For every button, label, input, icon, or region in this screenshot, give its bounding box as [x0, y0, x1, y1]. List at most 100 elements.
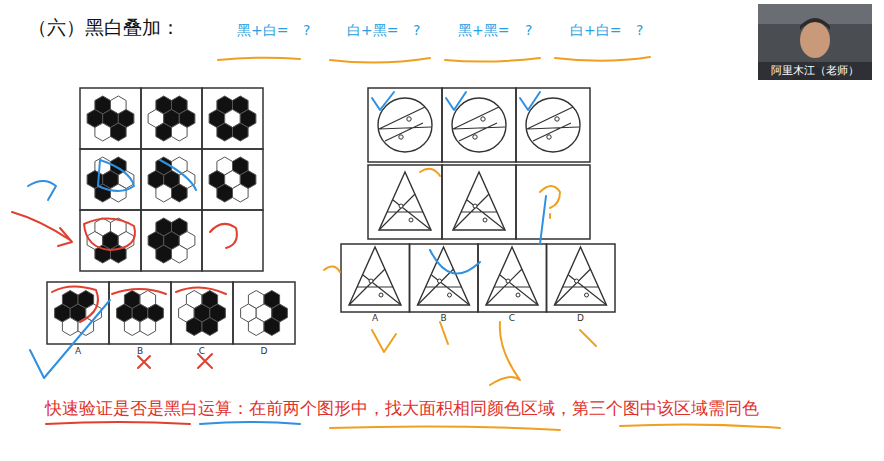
- arrow-stroke: [28, 181, 56, 200]
- option-letter: B: [440, 313, 446, 324]
- small-circle: [379, 293, 383, 297]
- grid-cell: [80, 149, 141, 210]
- hexagon-cell: [78, 318, 94, 336]
- hexagon-cell: [111, 123, 127, 141]
- small-circle: [473, 204, 477, 208]
- option-letter: A: [75, 346, 81, 357]
- grid-cell: [80, 88, 141, 149]
- triangle-figure: [486, 247, 538, 305]
- hexagon-cell: [156, 123, 172, 141]
- circle-stroke: [84, 218, 135, 250]
- check-mark: [30, 300, 110, 378]
- small-circle: [473, 135, 477, 139]
- option-letter: C: [509, 313, 515, 324]
- small-circle: [407, 117, 411, 121]
- hexagon-cell: [186, 318, 202, 336]
- circle-figure: [526, 98, 580, 152]
- grid-cell: [202, 210, 263, 271]
- option-letter: B: [137, 346, 143, 357]
- grid-cell: [410, 244, 479, 312]
- small-circle: [448, 293, 452, 297]
- hexagon-cell: [156, 245, 172, 263]
- cross-mark: [138, 356, 150, 368]
- hexagon-cell: [248, 318, 264, 336]
- grid-cell: [202, 88, 263, 149]
- circle-figure: [452, 98, 506, 152]
- small-circle: [438, 279, 442, 283]
- figure-line: [453, 194, 505, 230]
- option-letter: D: [577, 313, 584, 324]
- small-circle: [516, 293, 520, 297]
- webcam-name: 阿里木江（老师）: [771, 64, 859, 77]
- underline-stroke: [330, 426, 560, 430]
- grid-cell: [141, 210, 202, 271]
- small-circle: [399, 204, 403, 208]
- line-stroke: [540, 196, 546, 244]
- small-circle: [481, 117, 485, 121]
- hexagon-cell: [62, 318, 78, 336]
- hexagon-cell: [95, 123, 111, 141]
- question-mark: ?: [413, 22, 420, 39]
- grid-cell: [478, 244, 547, 312]
- webcam-cap: [800, 18, 830, 30]
- hexagon-cell: [140, 318, 156, 336]
- circle-stroke: [420, 169, 440, 176]
- figure-line: [527, 107, 579, 141]
- hexagon-cell: [172, 123, 188, 141]
- figure-line: [486, 269, 538, 305]
- triangle-figure: [555, 247, 607, 305]
- small-circle: [506, 279, 510, 283]
- webcam-name-band: [758, 62, 872, 80]
- webcam-frame: [758, 4, 872, 80]
- triangle-figure: [349, 247, 401, 305]
- hexagon-cell: [172, 184, 188, 202]
- small-circle: [399, 135, 403, 139]
- circle-stroke: [176, 287, 226, 294]
- grid-cell: [233, 282, 295, 344]
- underline-stroke: [218, 58, 300, 60]
- circle-stroke: [210, 224, 237, 248]
- option-letter: D: [261, 346, 268, 357]
- grid-cell: [442, 165, 516, 239]
- small-circle: [409, 218, 413, 222]
- grid-cell: [80, 210, 141, 271]
- tick-stroke: [324, 266, 340, 272]
- underline-stroke: [555, 57, 650, 61]
- underline-stroke: [46, 422, 190, 424]
- small-circle: [547, 135, 551, 139]
- tick-stroke: [372, 330, 396, 352]
- tick-stroke: [580, 330, 596, 346]
- option-letter: A: [372, 313, 378, 324]
- tick-stroke: [440, 322, 448, 344]
- hexagon-cell: [217, 123, 233, 141]
- option-letter: C: [199, 346, 205, 357]
- grid-cell: [341, 244, 410, 312]
- circle-stroke: [52, 286, 98, 322]
- cross-mark: [198, 354, 212, 368]
- triangle-figure: [379, 172, 431, 230]
- hexagon-cell: [217, 184, 233, 202]
- puzzle-figures: [47, 88, 615, 344]
- hexagon-cell: [233, 184, 249, 202]
- grid-cell: [171, 282, 233, 344]
- check-mark: [446, 92, 466, 110]
- circle-stroke: [160, 160, 196, 190]
- circle-figure: [378, 98, 432, 152]
- hexagon-cell: [111, 184, 127, 202]
- webcam-view: [758, 4, 872, 80]
- triangle-figure: [418, 247, 470, 305]
- hexagon-cell: [172, 245, 188, 263]
- question-mark: ?: [636, 22, 643, 39]
- slide-title: （六）黑白叠加：: [28, 16, 180, 39]
- underline-stroke: [200, 422, 300, 424]
- check-mark: [372, 92, 394, 110]
- circle-stroke: [98, 160, 134, 191]
- check-mark: [520, 92, 540, 110]
- figure-line: [379, 194, 431, 230]
- hexagon-cell: [264, 318, 280, 336]
- grid-cell: [109, 282, 171, 344]
- small-circle: [555, 117, 559, 121]
- figure-line: [418, 269, 470, 305]
- arrow-stroke: [12, 212, 72, 246]
